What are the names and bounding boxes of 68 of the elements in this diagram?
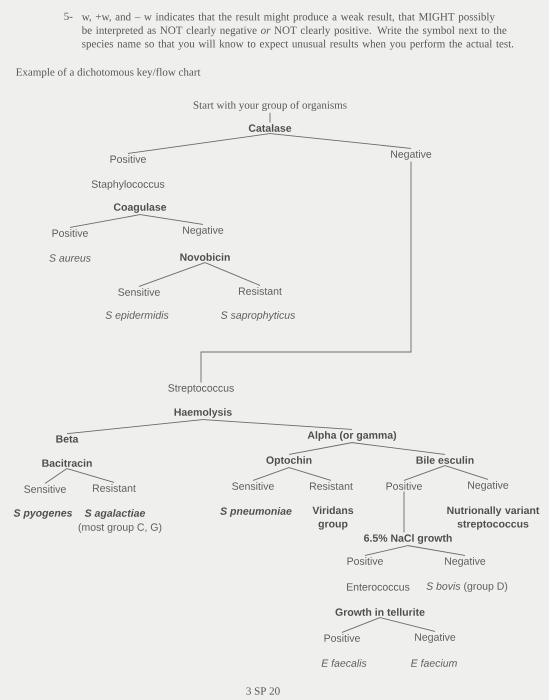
result-label: Sensitive	[232, 482, 274, 490]
branch-line	[288, 442, 352, 455]
result-label: Negative	[415, 633, 456, 643]
result-label: Positive	[324, 634, 360, 642]
branch-line	[288, 467, 332, 481]
species-name: S aureus	[49, 254, 91, 262]
branch-line	[66, 468, 114, 483]
branch-line	[408, 545, 466, 556]
list-number: 5-	[64, 12, 72, 20]
species-name: S agalactiae	[84, 509, 146, 519]
branch-line	[128, 133, 270, 154]
result-label: Beta	[56, 435, 78, 443]
branch-line	[270, 133, 412, 149]
result-label: Resistant	[92, 484, 136, 492]
result-label: Resistant	[310, 482, 353, 490]
result-label: Alpha (or gamma)	[308, 431, 396, 441]
branch-line	[138, 262, 206, 287]
species-name: S bovis (group D)	[426, 582, 508, 592]
species-name: Nutrionally variant streptococcus	[447, 506, 540, 530]
branch-line	[44, 468, 68, 484]
test-label: Growth in tellurite	[336, 608, 425, 616]
result-label: Sensitive	[118, 288, 160, 296]
species-name: S pneumoniae	[220, 507, 292, 517]
result-label: Sensitive	[24, 485, 66, 493]
result-label: Positive	[110, 155, 146, 163]
test-label: 6.5% NaCl growth	[364, 534, 452, 544]
result-label: Positive	[347, 557, 383, 565]
page-footer: 3 SP 20	[246, 687, 280, 695]
genus-label: Streptococcus	[168, 384, 234, 394]
branch-line	[204, 262, 260, 286]
result-label: Positive	[52, 229, 88, 237]
species-name: E faecium	[411, 659, 457, 667]
branch-line	[444, 465, 488, 480]
branch-line	[200, 161, 412, 383]
test-label: Optochin	[266, 456, 312, 466]
result-label: Resistant	[238, 287, 282, 295]
species-name: Viridans group	[312, 506, 354, 530]
result-label: Positive	[386, 482, 422, 490]
test-label: Bacitracin	[42, 459, 92, 467]
test-label: Bile esculin	[416, 456, 474, 464]
result-label: Negative	[468, 481, 508, 491]
branch-line	[70, 214, 140, 228]
species-name: S saprophyticus	[220, 311, 296, 321]
result-label: Negative	[183, 226, 224, 236]
group-note: (most group C, G)	[78, 523, 162, 533]
result-label: Negative	[445, 557, 486, 567]
note-paragraph: w, +w, and – w indicates that the result might produce a weak result, that MIGHT possibly be interpreted as NOT clearly negative or NOT clearly positive. Write the symbol next to the species name so that you will know to expect unusual results when you perform the actual test.	[82, 12, 514, 50]
result-label: Negative	[391, 150, 432, 160]
branch-line	[380, 617, 436, 632]
branch-line	[140, 214, 204, 225]
branch-line	[66, 419, 204, 434]
genus-label: Enterococcus	[347, 583, 410, 591]
branch-line	[342, 617, 380, 633]
branch-line	[252, 467, 290, 481]
heading-text: Example of a dichotomous key/flow chart	[16, 68, 200, 78]
test-label: Catalase	[248, 124, 292, 132]
branch-line	[404, 465, 446, 481]
test-label: Haemolysis	[174, 408, 232, 418]
test-label: Coagulase	[114, 203, 166, 213]
branch-line	[364, 545, 408, 556]
branch-line	[352, 442, 446, 455]
species-name: S pyogenes	[14, 509, 72, 519]
start-text: Start with your group of organisms	[194, 100, 347, 112]
species-name: S epidermidis	[106, 311, 169, 321]
species-name: E faecalis	[322, 659, 367, 667]
branch-line	[202, 419, 352, 430]
test-label: Novobicin	[180, 253, 230, 261]
genus-label: Staphylococcus	[92, 180, 164, 190]
